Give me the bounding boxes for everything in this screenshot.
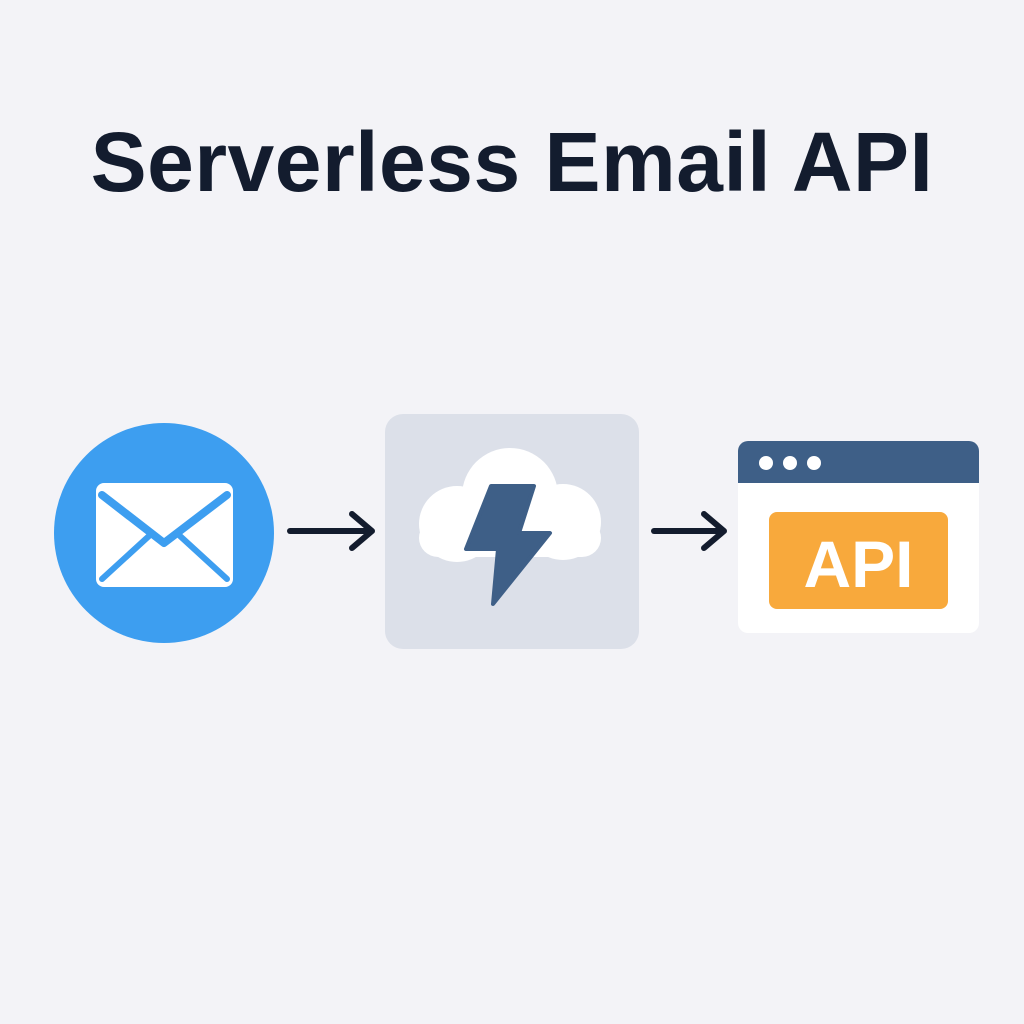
window-dot-icon — [759, 456, 773, 470]
arrow-right-icon — [287, 511, 375, 551]
arrow-right-icon — [651, 511, 727, 551]
api-badge — [769, 512, 948, 609]
arrow-email-to-function — [286, 506, 378, 556]
diagram-title: Serverless Email API — [90, 115, 934, 209]
arrow-function-to-api — [650, 506, 730, 556]
envelope-icon — [54, 423, 274, 643]
browser-window-icon: API — [738, 441, 979, 633]
api-node: API — [738, 441, 979, 633]
window-dot-icon — [783, 456, 797, 470]
window-dot-icon — [807, 456, 821, 470]
serverless-function-node — [385, 414, 639, 649]
email-node — [54, 423, 274, 643]
cloud-lightning-icon — [385, 414, 639, 649]
api-label: API — [803, 527, 913, 601]
